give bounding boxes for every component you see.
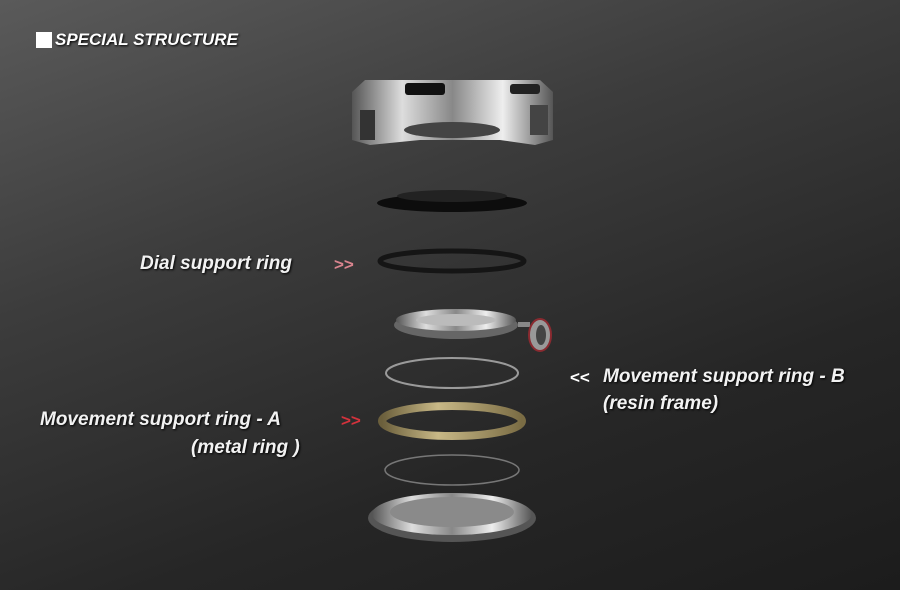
thin-ring xyxy=(384,454,520,486)
arrow-ring-a: >> xyxy=(341,411,361,430)
movement xyxy=(394,309,552,352)
dial-support-ring xyxy=(377,248,527,274)
square-bullet-icon xyxy=(36,32,52,48)
movement-support-ring-b xyxy=(385,357,519,389)
label-dial-support-ring: Dial support ring xyxy=(140,253,292,274)
section-title: SPECIAL STRUCTURE xyxy=(36,30,238,50)
arrow-dial-ring: >> xyxy=(334,255,354,274)
bezel-ring xyxy=(377,190,527,212)
watch-case-top xyxy=(352,80,553,145)
label-movement-ring-a: Movement support ring - A xyxy=(40,409,282,430)
label-movement-ring-a-sub: (metal ring ) xyxy=(191,437,300,458)
label-movement-ring-b: Movement support ring - B xyxy=(603,366,845,387)
movement-support-ring-a xyxy=(378,402,526,440)
section-title-text: SPECIAL STRUCTURE xyxy=(55,30,238,49)
caseback xyxy=(368,493,536,542)
label-movement-ring-b-sub: (resin frame) xyxy=(603,393,719,414)
arrow-ring-b: << xyxy=(570,368,590,387)
